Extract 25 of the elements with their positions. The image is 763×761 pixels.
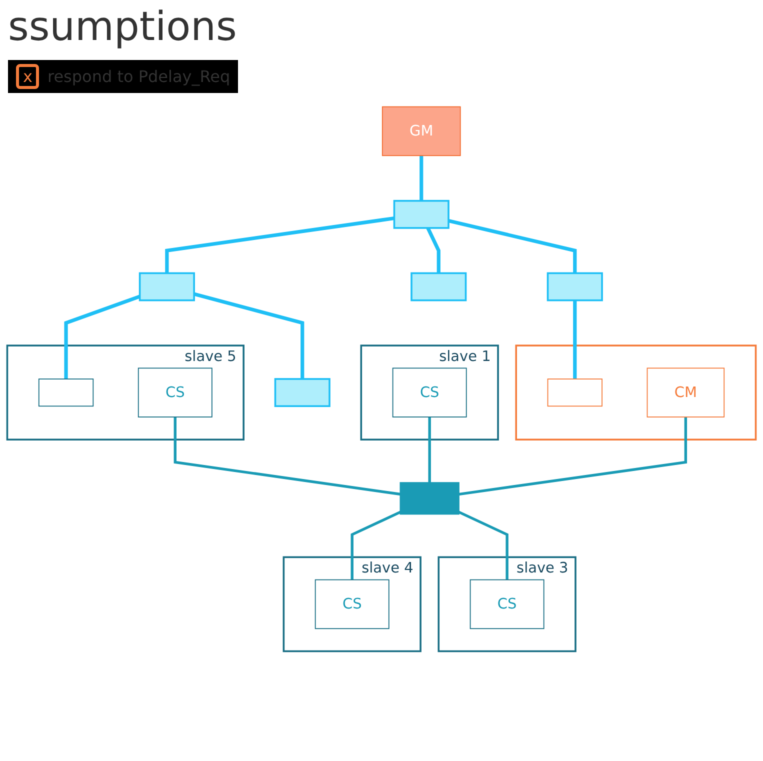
node-box: CS: [314, 579, 390, 630]
node-box: [546, 272, 603, 302]
node-bar: [400, 482, 460, 515]
connector: [64, 294, 140, 379]
connector: [448, 219, 577, 274]
connector: [420, 156, 424, 201]
node-box: CM: [646, 368, 725, 418]
connector: [426, 227, 440, 274]
diagram-title: ssumptions: [8, 4, 238, 50]
node-box: [274, 378, 330, 408]
connector: [194, 292, 304, 379]
connector: [428, 416, 431, 485]
node-box: [393, 200, 450, 229]
cluster: [515, 344, 757, 440]
node-box: GM: [382, 106, 461, 156]
node-box: CS: [138, 368, 212, 418]
node-box: [547, 378, 602, 407]
node-box: [138, 272, 195, 302]
node-box: CS: [392, 368, 467, 418]
node-box: [410, 272, 467, 302]
close-icon: x: [16, 64, 40, 89]
node-box: CS: [470, 579, 544, 630]
node-box: [38, 378, 94, 407]
connector: [573, 300, 577, 379]
connector: [165, 216, 394, 274]
